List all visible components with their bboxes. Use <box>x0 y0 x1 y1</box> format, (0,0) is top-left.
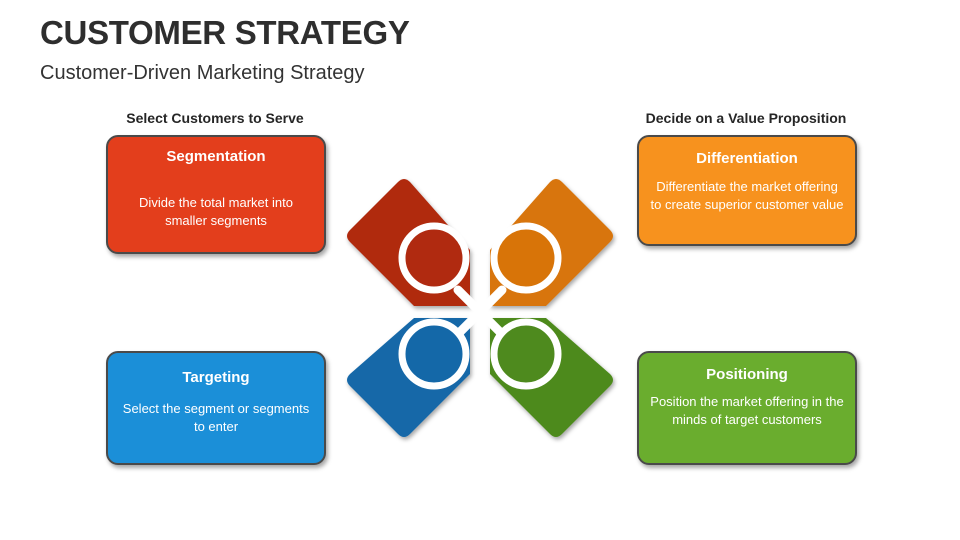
magnifier-lens-bottom-left <box>398 318 470 390</box>
differentiation-title: Differentiation <box>696 150 798 167</box>
magnifier-lens-top-left <box>398 222 470 294</box>
magnifier-lens-top-right <box>490 222 562 294</box>
group-label-left: Select Customers to Serve <box>126 110 304 126</box>
targeting-title: Targeting <box>182 369 250 386</box>
positioning-text: Position the market offering in the mind… <box>650 394 844 427</box>
segmentation-title: Segmentation <box>166 148 266 165</box>
page-title: CUSTOMER STRATEGY <box>40 14 410 51</box>
targeting-card: Targeting Select the segment or segments… <box>106 351 326 465</box>
differentiation-text: Differentiate the market offering to cre… <box>650 179 844 212</box>
positioning-title: Positioning <box>706 366 788 383</box>
page-subtitle: Customer-Driven Marketing Strategy <box>40 62 365 84</box>
targeting-text: Select the segment or segments to enter <box>122 401 310 434</box>
differentiation-card: Differentiation Differentiate the market… <box>637 135 857 246</box>
segmentation-card: Segmentation Divide the total market int… <box>106 135 326 254</box>
group-label-right: Decide on a Value Proposition <box>645 110 847 126</box>
positioning-card: Positioning Position the market offering… <box>637 351 857 465</box>
quadrant-diagram <box>347 179 613 437</box>
magnifier-lens-bottom-right <box>490 318 562 390</box>
magnifier-handles <box>453 285 507 339</box>
segmentation-text: Divide the total market into smaller seg… <box>139 195 293 228</box>
